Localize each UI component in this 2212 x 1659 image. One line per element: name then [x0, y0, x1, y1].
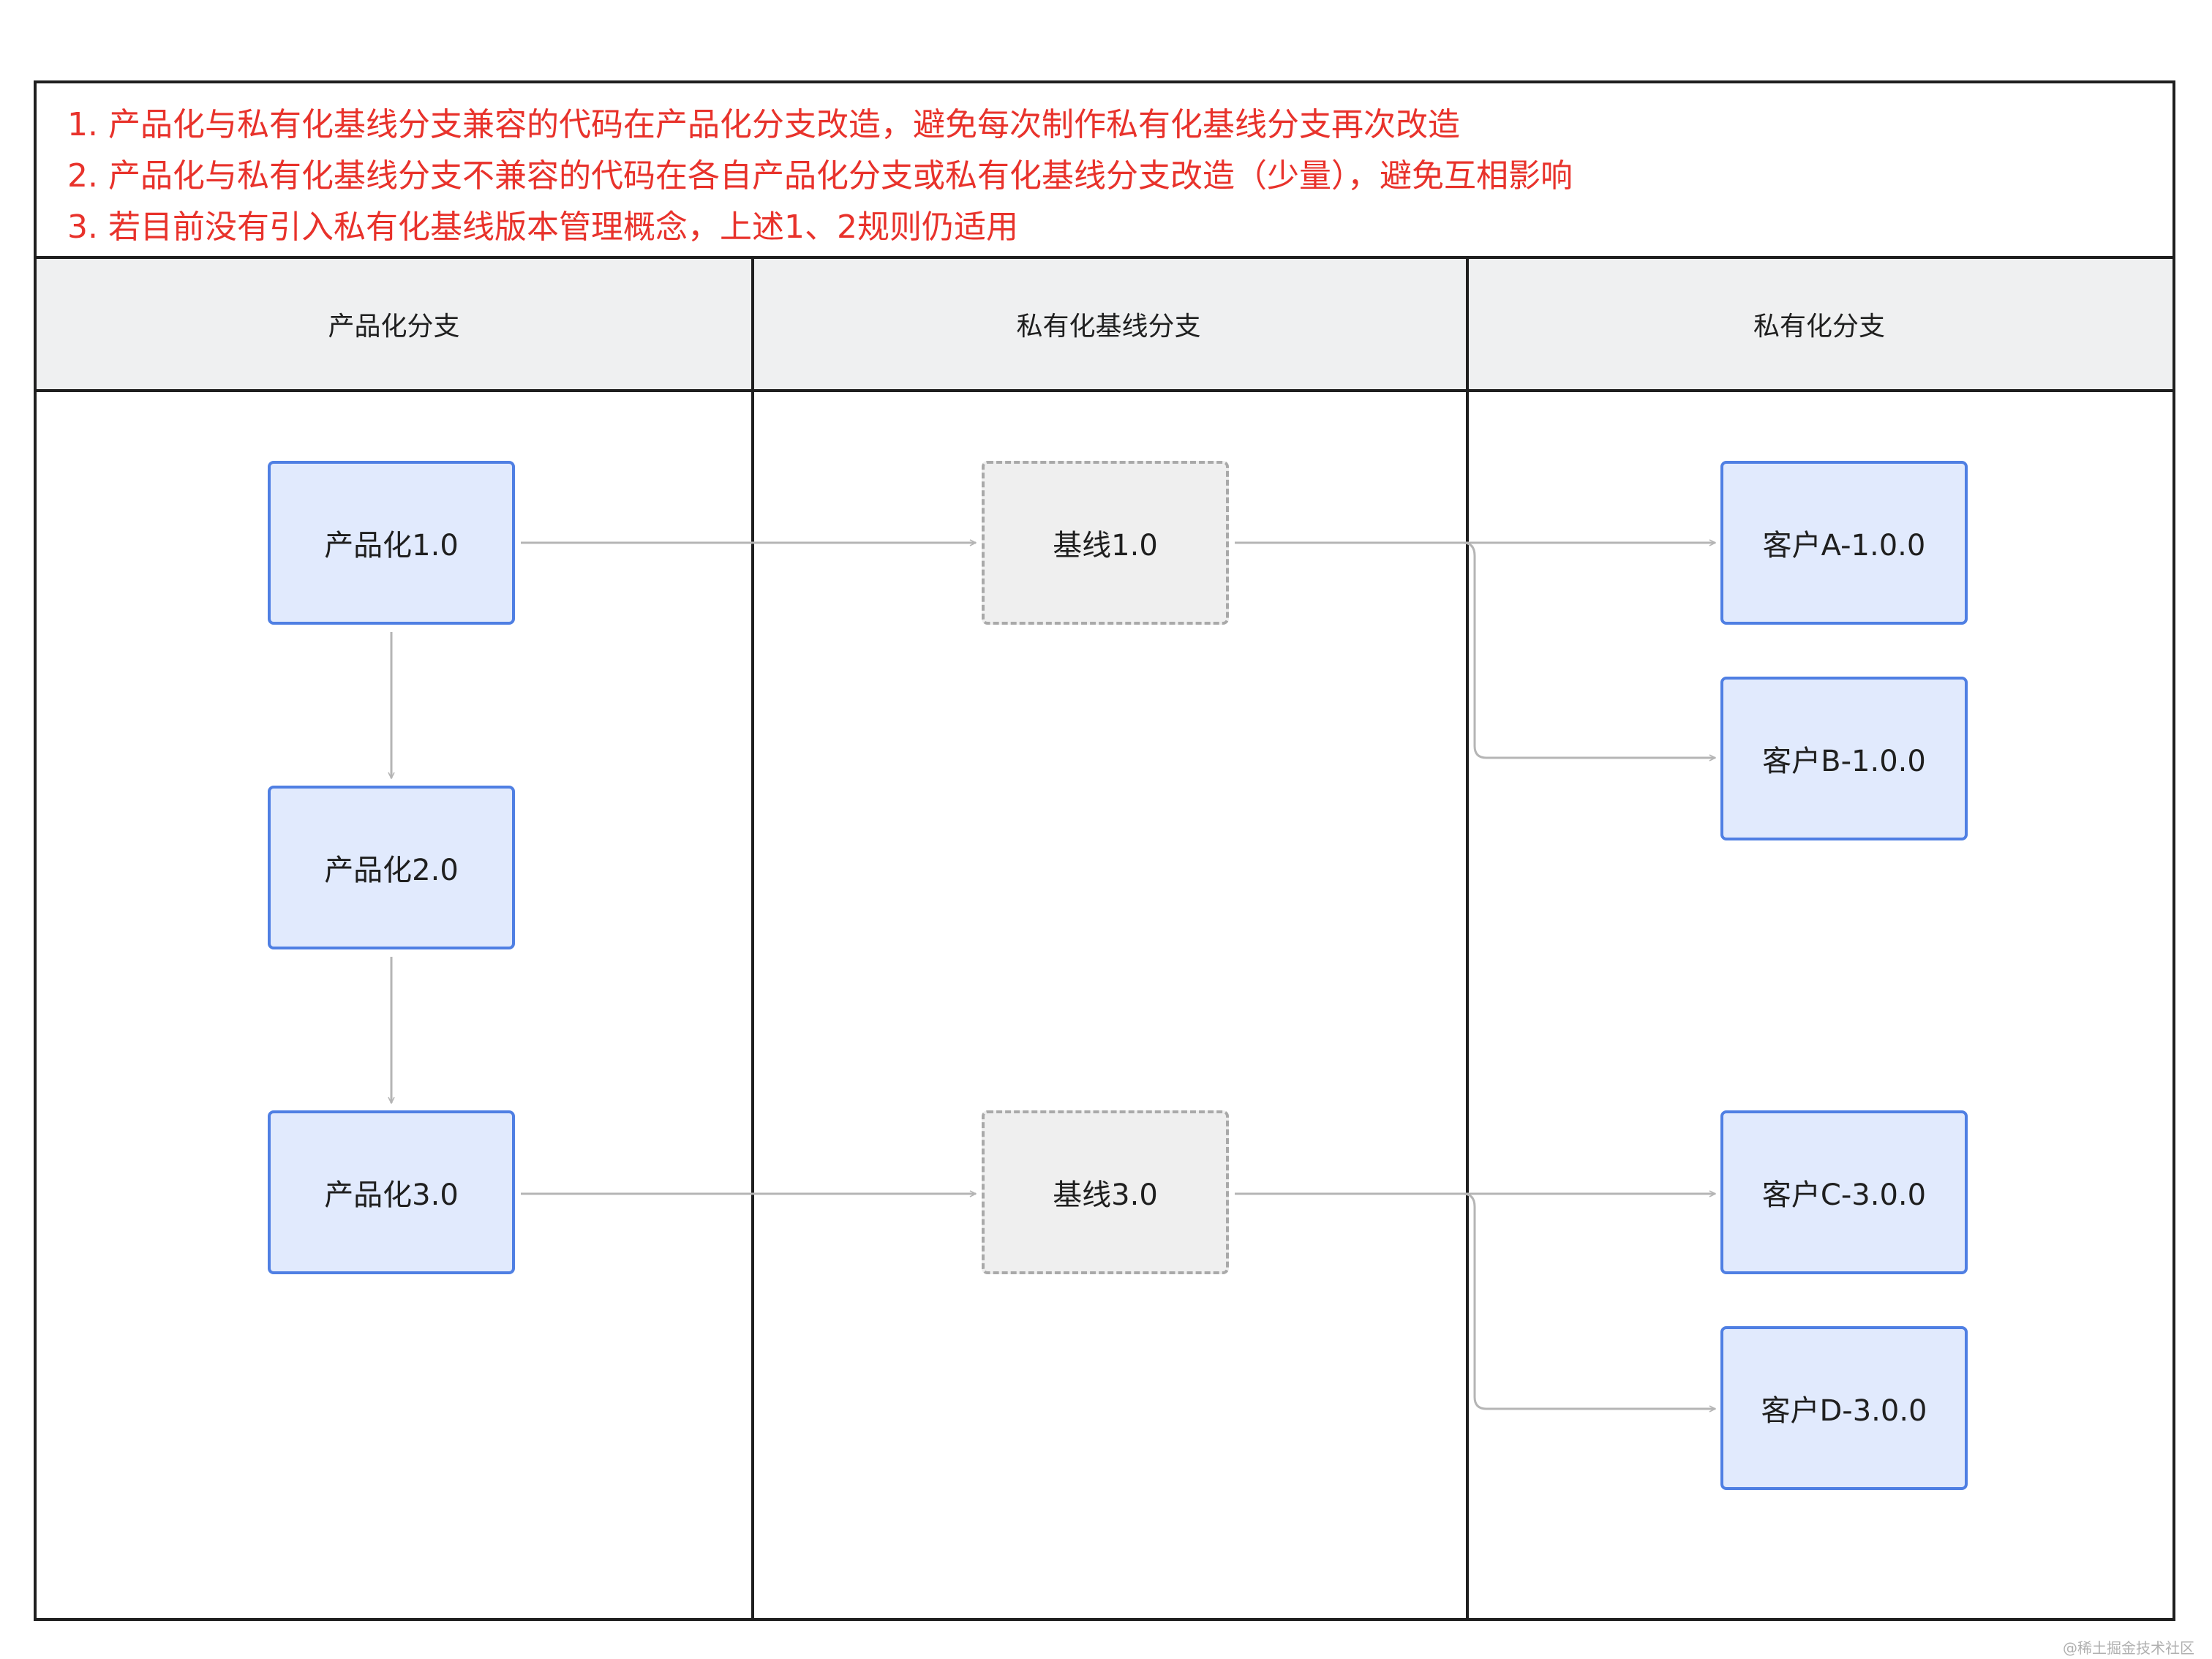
source-watermark: @稀土掘金技术社区 [2063, 1639, 2194, 1657]
node-baseline-1: 基线1.0 [982, 461, 1229, 625]
node-baseline-3: 基线3.0 [982, 1110, 1229, 1274]
lane-header-baseline: 私有化基线分支 [751, 259, 1466, 392]
node-product-1: 产品化1.0 [268, 461, 515, 625]
lane-header-private: 私有化分支 [1466, 259, 2172, 392]
lane-divider-2 [1466, 259, 1469, 1618]
rule-2: 2. 产品化与私有化基线分支不兼容的代码在各自产品化分支或私有化基线分支改造（少… [67, 157, 1573, 195]
edge-b3-cd [1462, 1192, 1715, 1409]
edge-b1-cb [1462, 541, 1715, 758]
node-customer-d: 客户D-3.0.0 [1720, 1326, 1968, 1490]
lane-header-product: 产品化分支 [37, 259, 751, 392]
lane-divider-1 [751, 259, 754, 1618]
node-customer-a: 客户A-1.0.0 [1720, 461, 1968, 625]
node-product-2: 产品化2.0 [268, 786, 515, 949]
rules-panel: 1. 产品化与私有化基线分支兼容的代码在产品化分支改造，避免每次制作私有化基线分… [37, 83, 2172, 259]
rule-3: 3. 若目前没有引入私有化基线版本管理概念，上述1、2规则仍适用 [67, 208, 1018, 246]
node-product-3: 产品化3.0 [268, 1110, 515, 1274]
rule-1: 1. 产品化与私有化基线分支兼容的代码在产品化分支改造，避免每次制作私有化基线分… [67, 106, 1460, 143]
node-customer-b: 客户B-1.0.0 [1720, 677, 1968, 840]
node-customer-c: 客户C-3.0.0 [1720, 1110, 1968, 1274]
swimlane-diagram: 1. 产品化与私有化基线分支兼容的代码在产品化分支改造，避免每次制作私有化基线分… [34, 80, 2175, 1621]
